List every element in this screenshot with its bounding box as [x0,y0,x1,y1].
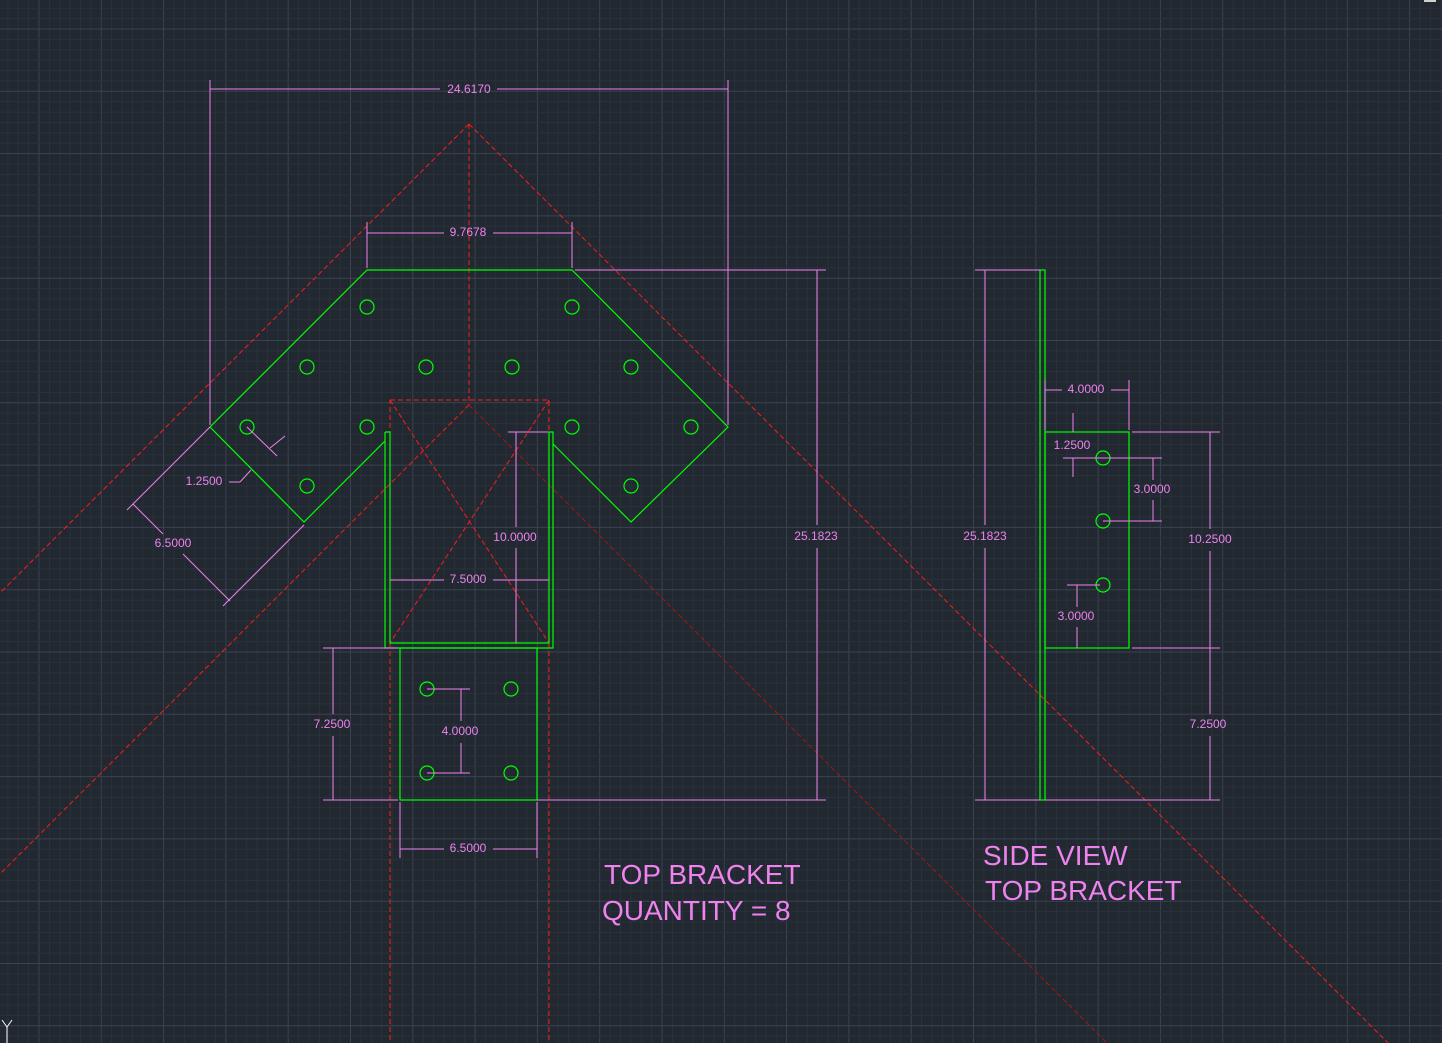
title-quantity: QUANTITY = 8 [602,895,791,926]
dim-hole-spacing: 4.0000 [442,724,479,738]
dim-overall-width: 24.6170 [447,82,491,96]
viewport-control[interactable] [1424,0,1436,2]
side-dim-flange-height: 10.2500 [1188,532,1232,546]
side-dim-hole-spacing-bottom: 3.0000 [1058,609,1095,623]
side-dim-flange-width: 4.0000 [1068,382,1105,396]
hole [359,299,375,315]
side-dim-hole-spacing-top: 3.0000 [1134,482,1171,496]
roof-line-left [0,123,470,594]
title-side-view: SIDE VIEW [983,840,1128,871]
side-dim-overall-height: 25.1823 [963,529,1007,543]
ucs-icon [1,1019,13,1043]
dim-channel-width: 7.5000 [450,572,487,586]
side-dim-lower-height: 7.2500 [1190,717,1227,731]
hole [623,359,639,375]
side-flange [1044,431,1130,649]
hole [503,681,519,697]
bracket-base-plate [399,647,538,801]
dim-plate-width: 6.5000 [450,841,487,855]
dim-channel-depth: 10.0000 [493,530,537,544]
hole [299,359,315,375]
dim-plate-height: 7.2500 [314,717,351,731]
hole [683,419,699,435]
dim-arm-width: 6.5000 [155,536,192,550]
hole [623,478,639,494]
hole [503,765,519,781]
front-view-bracket [209,269,729,801]
post-cross-2 [389,399,550,644]
side-view-dimensions: 25.1823 4.0000 1.2500 3.0000 3.0000 10.2… [963,269,1232,801]
dim-top-edge: 9.7678 [450,225,487,239]
hole [504,359,520,375]
roof-line-right [468,123,1389,1043]
title-top-bracket: TOP BRACKET [604,859,801,890]
holes [239,299,699,781]
inner-roof-line-left [0,404,470,875]
bracket-gusset-outline [209,269,729,523]
hole [239,419,255,435]
dim-overall-height: 25.1823 [794,529,838,543]
hole [359,419,375,435]
hole [564,299,580,315]
side-view-bracket [1039,269,1130,801]
inner-roof-line-right [468,404,1108,1043]
dim-hole-edge: 1.2500 [186,474,223,488]
side-plate [1039,269,1046,801]
hole [418,359,434,375]
side-dim-hole-edge: 1.2500 [1054,438,1091,452]
hole [299,478,315,494]
title-side-top-bracket: TOP BRACKET [985,875,1182,906]
construction-lines [0,123,1389,1043]
front-view-dimensions: 24.6170 9.7678 25.1823 10.0000 7.5000 7.… [126,80,838,858]
hole [564,419,580,435]
